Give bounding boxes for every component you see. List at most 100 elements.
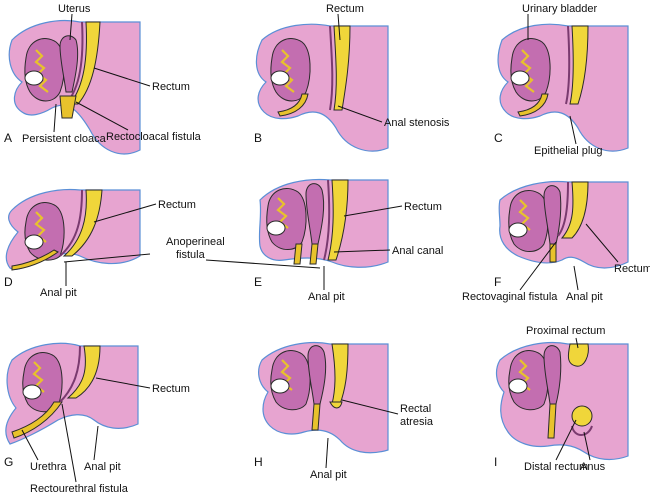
panel-a-zigzag xyxy=(34,49,49,93)
panel-f-letter: F xyxy=(494,275,501,289)
panel-f-ovary xyxy=(508,222,528,238)
panel-h: Rectal atresia Anal pit H xyxy=(254,341,434,481)
panel-d-rectum-wall xyxy=(59,189,83,257)
panel-d-ovary xyxy=(24,234,44,250)
panel-a-bladder xyxy=(24,38,65,102)
panel-h-letter: H xyxy=(254,455,263,469)
panel-e-uterus xyxy=(305,183,325,245)
panel-a-rectum xyxy=(68,21,101,105)
panel-c-leader-bottom xyxy=(569,115,577,145)
panel-a-leader-bottom-left xyxy=(53,103,57,133)
panel-i-leader-bottom-right xyxy=(583,431,591,461)
panel-d-urethra xyxy=(11,249,59,271)
panel-i-anus-wall xyxy=(571,425,593,436)
panel-h-bladder xyxy=(270,350,311,411)
panel-c-label-bottom: Epithelial plug xyxy=(534,145,603,157)
panel-b-rectum-wall xyxy=(329,25,334,111)
panel-b-letter: B xyxy=(254,131,262,145)
panel-f-leader-bottom-right xyxy=(573,265,579,291)
panel-g-label-right1: Rectum xyxy=(152,383,190,395)
panel-i: Proximal rectum Distal rectum Anus I xyxy=(494,325,629,473)
panel-e-leader-right2 xyxy=(333,249,391,253)
panel-h-uterus xyxy=(307,345,327,405)
panel-f-uterus xyxy=(543,185,562,245)
panel-a-label-bottom-right: Rectocloacal fistula xyxy=(106,131,202,143)
panel-e-ovary xyxy=(266,220,286,236)
panel-d-leader-right1 xyxy=(93,203,157,223)
panel-g-label-bottom-right: Anal pit xyxy=(84,461,121,473)
panel-d-label-bottom: Anal pit xyxy=(40,287,77,299)
panel-c: Urinary bladder Epithelial plug C xyxy=(494,3,629,157)
panel-f-label-bottom-right: Anal pit xyxy=(566,291,603,303)
panel-h-ovary xyxy=(270,378,290,394)
panel-g-label-bottom-left1: Urethra xyxy=(30,461,68,473)
panel-e-label-right2: Anal canal xyxy=(392,245,443,257)
panel-d-label-right1: Rectum xyxy=(158,199,196,211)
panel-a-leader-bottom-right xyxy=(75,101,129,131)
panel-h-vagina xyxy=(311,403,321,431)
panel-d-bladder xyxy=(24,202,65,261)
panel-a-cloaca xyxy=(59,95,77,119)
panel-e-leader-right1 xyxy=(343,205,403,217)
panel-b-zigzag xyxy=(280,49,295,93)
panel-a-label-top: Uterus xyxy=(58,3,91,15)
panel-g: Rectum Urethra Anal pit Rectourethral fi… xyxy=(4,342,190,495)
panel-a-leader-top xyxy=(69,13,73,41)
panel-e-label-right1: Rectum xyxy=(404,201,442,213)
panel-i-label-bottom-left: Distal rectum xyxy=(524,461,588,473)
panel-c-zigzag xyxy=(520,49,535,93)
panel-f-leader-right1 xyxy=(585,223,619,263)
panel-g-leader-bottom-left2 xyxy=(61,403,77,483)
panel-d: Rectum Anal pit D xyxy=(4,188,196,299)
panel-e: Rectum Anal canal Anal pit E xyxy=(254,178,443,303)
panel-b-urethra xyxy=(277,93,309,117)
panel-b-leader-top xyxy=(337,13,341,41)
panel-e-vagina xyxy=(309,243,319,265)
panel-f: Rectum Rectovaginal fistula Anal pit F xyxy=(462,180,650,303)
panel-f-rectum-wall xyxy=(557,181,569,237)
panel-e-rectum xyxy=(327,179,349,261)
panel-g-letter: G xyxy=(4,455,13,469)
panel-g-label-bottom-left2: Rectourethral fistula xyxy=(30,483,129,495)
anoperineal-label-line2: fistula xyxy=(176,249,206,261)
panel-c-letter: C xyxy=(494,131,503,145)
panel-g-ovary xyxy=(22,384,42,400)
panel-c-urethra xyxy=(517,93,549,117)
panel-e-rectum-wall xyxy=(323,179,331,261)
panel-b-label-right1: Anal stenosis xyxy=(384,117,450,129)
panel-g-urethra xyxy=(11,401,63,439)
panel-c-ovary xyxy=(510,70,530,86)
panel-e-bladder xyxy=(266,188,307,250)
panel-h-blind-end xyxy=(329,401,343,409)
panel-a-label-bottom-left: Persistent cloaca xyxy=(22,133,107,145)
panel-f-bladder xyxy=(508,190,549,252)
panel-h-leader-right1 xyxy=(341,399,399,415)
panel-b-bladder xyxy=(270,38,311,102)
panel-b-ovary xyxy=(270,70,290,86)
panel-i-distal-rectum xyxy=(571,405,593,427)
panel-g-leader-bottom-right xyxy=(93,425,99,461)
panel-i-uterus xyxy=(543,345,562,405)
panel-e-urethra xyxy=(293,243,303,265)
panel-i-label-bottom-right: Anus xyxy=(580,461,606,473)
panel-e-label-bottom: Anal pit xyxy=(308,291,345,303)
panel-h-leader-bottom xyxy=(325,437,329,469)
anoperineal-leader-d xyxy=(63,253,151,263)
panel-h-label-right1b: atresia xyxy=(400,416,434,428)
panel-a-uterus xyxy=(59,35,79,93)
panel-g-leader-right1 xyxy=(95,377,151,389)
panel-g-rectum-wall xyxy=(59,345,81,403)
panel-b-label-top: Rectum xyxy=(326,3,364,15)
panel-i-proximal-rectum xyxy=(567,343,589,367)
panel-d-rectum xyxy=(62,189,103,257)
panel-i-bladder xyxy=(508,350,549,411)
panel-f-leader-bottom-left xyxy=(519,241,557,291)
panel-a-label-right1: Rectum xyxy=(152,81,190,93)
panel-a: Uterus Rectum Persistent cloaca Rectoclo… xyxy=(4,3,202,155)
panel-i-vagina xyxy=(547,403,557,439)
panel-g-leader-bottom-left1 xyxy=(21,429,39,461)
panel-i-ovary xyxy=(508,378,528,394)
panel-i-leader-bottom-left xyxy=(555,419,577,461)
panel-c-label-top: Urinary bladder xyxy=(522,3,598,15)
